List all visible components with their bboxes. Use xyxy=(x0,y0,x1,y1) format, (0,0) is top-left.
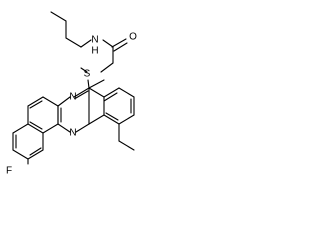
propyl-chain xyxy=(50,11,92,48)
thioether-s-label: S xyxy=(84,69,91,80)
bond xyxy=(80,67,88,73)
pyrimidine-ring xyxy=(57,79,105,133)
bond-double xyxy=(113,42,128,52)
amide-h-label: H xyxy=(91,46,98,57)
bond xyxy=(27,123,44,134)
bond xyxy=(100,62,114,73)
amide-n-label: N xyxy=(91,35,98,46)
bond xyxy=(102,39,114,48)
bond xyxy=(50,11,67,22)
carbonyl-o-label: O xyxy=(129,32,137,43)
bond xyxy=(103,87,120,98)
ethyl-group xyxy=(118,123,135,151)
bond xyxy=(88,79,105,89)
bond xyxy=(80,39,92,48)
fluorophenyl-ring xyxy=(12,96,59,165)
molecule-drawing: N H O S N N F xyxy=(6,11,137,177)
bond xyxy=(27,96,44,107)
bond xyxy=(65,37,82,48)
bond xyxy=(118,114,135,125)
bond xyxy=(73,87,90,98)
bond-double xyxy=(105,112,119,121)
benzo-ring xyxy=(88,87,135,125)
thioether-link xyxy=(80,67,90,89)
bond-double xyxy=(29,100,43,109)
atom-labels: N H O S N N F xyxy=(6,32,137,177)
bond xyxy=(75,123,90,133)
bond xyxy=(118,87,135,98)
bond xyxy=(12,149,29,160)
bond xyxy=(88,114,105,125)
bond xyxy=(88,87,105,98)
bond-double xyxy=(75,90,89,99)
bond xyxy=(12,123,29,134)
bond xyxy=(57,123,71,133)
bond-double xyxy=(103,92,118,102)
bond xyxy=(103,114,120,125)
fluorine-label: F xyxy=(6,166,12,177)
bond xyxy=(87,79,90,89)
bond-double xyxy=(111,38,127,48)
bond xyxy=(57,96,71,107)
bond xyxy=(27,149,44,160)
ring-n-lower-label: N xyxy=(69,128,76,139)
amide-group xyxy=(100,38,128,73)
bond xyxy=(42,123,59,134)
bond-double xyxy=(29,147,42,156)
bond-double xyxy=(29,121,43,130)
structure-diagram: N H O S N N F xyxy=(0,0,143,183)
ring-n-upper-label: N xyxy=(69,92,76,103)
bond xyxy=(118,140,135,151)
bond xyxy=(42,96,59,107)
